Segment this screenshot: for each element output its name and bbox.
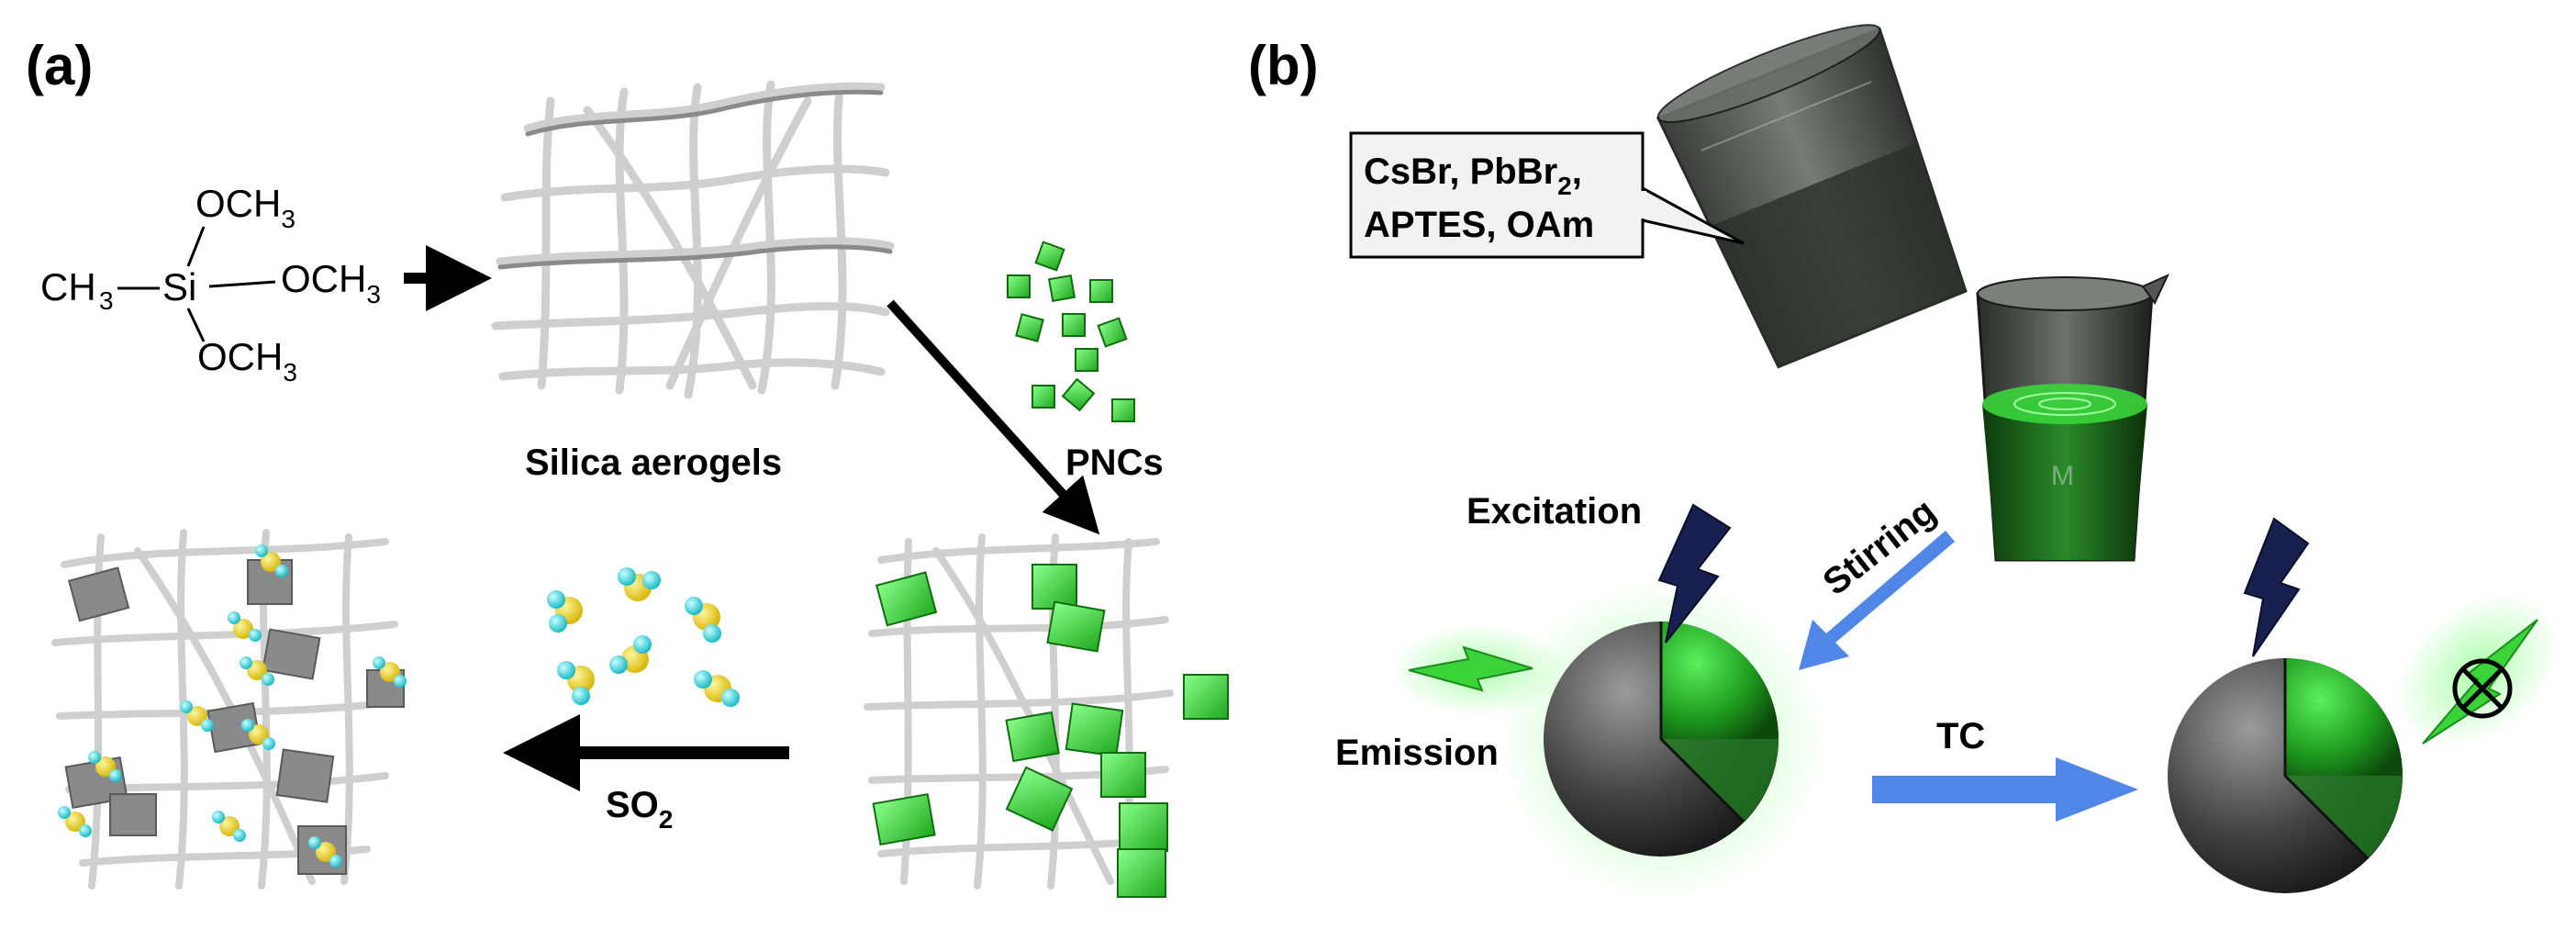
reaction-beaker: M bbox=[1976, 274, 2170, 562]
pouring-beaker bbox=[1656, 24, 1968, 369]
stirring-arrow bbox=[1799, 531, 1955, 670]
so2-molecules bbox=[547, 567, 740, 707]
svg-text:OCH3: OCH3 bbox=[197, 335, 297, 386]
quenched-core-shell-sphere bbox=[2168, 658, 2403, 893]
silica-aerogels-label: Silica aerogels bbox=[525, 442, 782, 483]
svg-text:CsBr, PbBr2,: CsBr, PbBr2, bbox=[1364, 151, 1582, 200]
svg-text:OCH3: OCH3 bbox=[195, 182, 296, 233]
svg-text:SO2: SO2 bbox=[606, 785, 673, 834]
och3-top-sub: 3 bbox=[281, 205, 296, 233]
stirring-label: Stirring bbox=[1815, 491, 1943, 603]
och3-right: OCH bbox=[281, 257, 366, 300]
precursor-callout: CsBr, PbBr2, APTES, OAm bbox=[1349, 131, 1745, 259]
panel-b-label: (b) bbox=[1248, 35, 1319, 96]
silica-aerogel-network bbox=[491, 80, 895, 399]
emission-label: Emission bbox=[1335, 733, 1499, 773]
excitation-label: Excitation bbox=[1466, 491, 1642, 532]
quenched-composite bbox=[51, 529, 407, 890]
callout-line2: APTES, OAm bbox=[1364, 205, 1594, 245]
tc-label: TC bbox=[1936, 716, 1985, 756]
aerogel-shadows bbox=[497, 89, 893, 270]
adsorbed-so2 bbox=[58, 544, 407, 868]
ch3-left: CH bbox=[40, 265, 96, 308]
arrow-aerogel-to-composite bbox=[887, 299, 1100, 535]
och3-top: OCH bbox=[195, 182, 281, 225]
excitation-bolt-left bbox=[1657, 503, 1732, 644]
och3-bottom: OCH bbox=[197, 335, 283, 378]
blocked-emission bbox=[2396, 593, 2559, 747]
emitting-core-shell-sphere bbox=[1500, 578, 1822, 900]
ch3-left-sub: 3 bbox=[99, 286, 114, 315]
methyltrimethoxysilane-structure: OCH3 CH 3 Si OCH3 OCH3 bbox=[40, 182, 381, 386]
emission-bolt bbox=[1390, 624, 1565, 716]
excitation-bolt-right bbox=[2243, 517, 2310, 657]
pncs-label: PNCs bbox=[1065, 442, 1164, 483]
panel-a-label: (a) bbox=[26, 35, 93, 96]
och3-right-sub: 3 bbox=[366, 280, 381, 308]
so2-label: SO bbox=[606, 785, 659, 825]
svg-text:OCH3: OCH3 bbox=[281, 257, 381, 308]
tc-arrow bbox=[1872, 757, 2138, 822]
callout-line1-comma: , bbox=[1572, 151, 1582, 192]
si-atom: Si bbox=[162, 265, 196, 308]
pnc-cubes bbox=[1007, 241, 1135, 422]
och3-bottom-sub: 3 bbox=[283, 358, 297, 386]
so2-label-sub: 2 bbox=[659, 805, 674, 834]
callout-line1: CsBr, PbBr bbox=[1364, 151, 1557, 192]
callout-line1-sub: 2 bbox=[1557, 172, 1572, 200]
beaker-mark: M bbox=[2051, 461, 2074, 491]
aerogel-pnc-composite bbox=[864, 533, 1229, 898]
